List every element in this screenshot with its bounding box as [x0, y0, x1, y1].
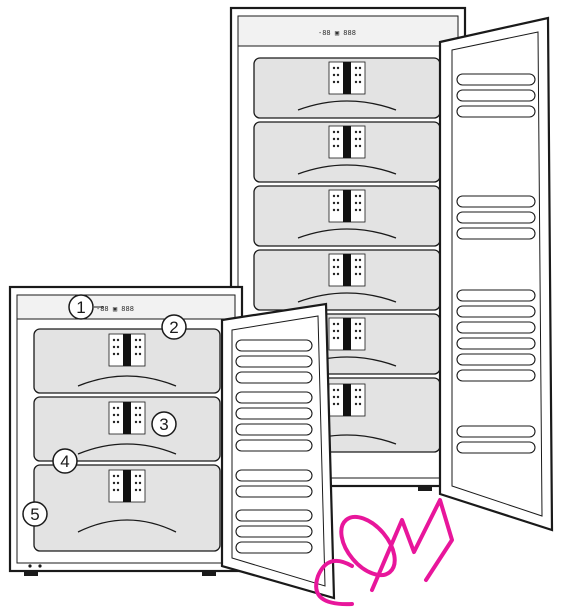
drawer-label-card-icon — [329, 126, 365, 158]
drawer-label-card-icon — [329, 190, 365, 222]
small-freezer-drawers — [34, 329, 220, 551]
drawer-label-card-icon — [109, 470, 145, 502]
drawer-label-card-icon — [329, 254, 365, 286]
callout-3: 3 — [152, 412, 176, 436]
watermark-logo — [316, 500, 452, 604]
small-door-shelves — [236, 340, 312, 553]
callout-5-label: 5 — [30, 505, 39, 524]
small-freezer-door — [222, 304, 334, 598]
drawer-label-card-icon — [329, 62, 365, 94]
tall-freezer-door — [440, 18, 552, 530]
callout-2-label: 2 — [169, 318, 178, 337]
drawer-label-card-icon — [329, 318, 365, 350]
drawer-label-card-icon — [109, 402, 145, 434]
drawer-label-card-icon — [329, 384, 365, 416]
callout-1-label: 1 — [76, 298, 85, 317]
drawer-label-card-icon — [109, 334, 145, 366]
callout-4: 4 — [53, 449, 77, 473]
tall-freezer-display: -88 ▣ 888 — [318, 29, 356, 37]
callout-3-label: 3 — [159, 415, 168, 434]
callout-2: 2 — [162, 315, 186, 339]
callout-5: 5 — [23, 502, 47, 526]
small-freezer-display: -88 ▣ 888 — [96, 305, 134, 313]
callout-4-label: 4 — [60, 452, 69, 471]
